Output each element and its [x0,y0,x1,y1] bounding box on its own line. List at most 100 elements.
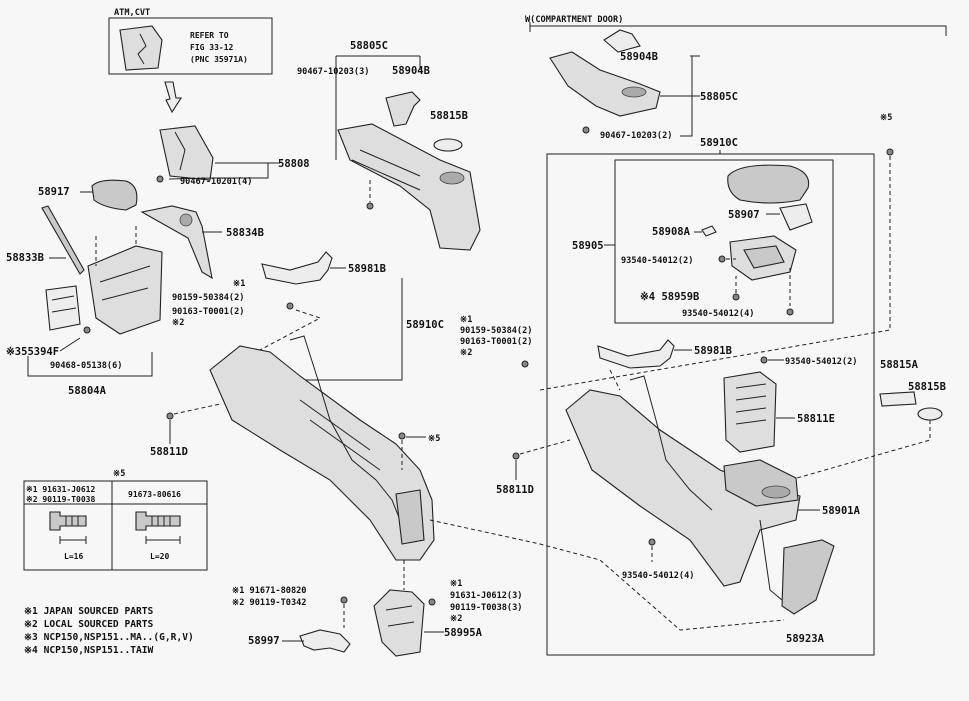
console-main-left-shape [209,345,435,561]
part-58811E: 58811E [797,413,835,425]
bracket-58805c-right [660,56,700,137]
dim-a-line [59,536,87,544]
part-58808: 58808 [278,158,310,170]
side-panel-58804a-shape [87,245,163,335]
legend5-dim-a: L=16 [64,552,83,561]
cup-hole [439,171,465,185]
bracket-58995a-ribs [385,605,415,627]
cover-58923a-edge [759,519,783,601]
leader-58808 [168,162,280,180]
compartment-outer-box [546,153,875,656]
screw-icon-93540a [718,255,726,263]
part-90468-05138: 90468-05138(6) [50,361,122,371]
refer-line-2: FIG 33-12 [190,43,234,52]
part-58805C-left: 58805C [350,40,388,52]
bracket-58997-shape [299,629,351,653]
part-58997: 58997 [248,635,280,647]
dashed-93540-right [726,258,791,306]
armrest-cup-hole [761,485,791,499]
cover-58923a-shape [781,539,835,615]
panel-58834b-shape [140,205,213,280]
part-58917: 58917 [38,186,70,198]
part-58815B-right: 58815B [908,381,946,393]
mat-58815b-right-shape [917,407,943,421]
shift-gate-slot [137,33,147,65]
bottom-c2: ※2 [450,614,462,624]
compartment-door-label: W(COMPARTMENT DOOR) [525,15,623,25]
note-1-left: ※1 [233,279,245,289]
screw-icon-93540-4a [786,308,794,316]
mat-lines [51,295,77,313]
part-58811D-left: 58811D [150,446,188,458]
dashed-58811d-right [519,439,571,455]
part-58904B-right: 58904B [620,51,658,63]
hinge-58907-shape [779,203,813,231]
screw-icon-2 [286,302,294,310]
cup-insert-58904b-shape [385,91,421,127]
legend5-a1: ※1 91631-J0612 [26,485,96,494]
part-90159-50384-left: 90159-50384(2) [172,293,244,303]
side-panel-ribs [99,265,151,301]
part-58907: 58907 [728,209,760,221]
part-90163-T0001-left: 90163-T0001(2) [172,307,244,317]
legend5-box [23,480,208,571]
clip-icon-2 [366,202,374,210]
dashed-90159-left [259,309,322,351]
part-58981B-right: 58981B [694,345,732,357]
dim-b-line [145,536,181,544]
cup-hole-right [621,86,647,98]
refer-box [108,17,273,75]
compartment-bracket [529,22,947,36]
console-main-right-inner [629,375,713,511]
bracket-58981b-left-shape [261,251,333,285]
console-main-right-shape [565,389,801,587]
part-58815A: 58815A [880,359,919,371]
note-line-4: ※4 NCP150,NSP151..TAIW [24,645,154,656]
part-90467-10201: 90467-10201(4) [180,177,252,187]
ast5-right: ※5 [880,113,892,123]
shift-knob-ref-image [119,25,163,71]
dashed-58811d-left [173,403,221,415]
bracket-90468 [27,352,153,377]
bolt-a-icon [49,511,87,531]
compartment-inner-box [614,159,834,324]
screw-icon-bottom [428,598,436,606]
shift-boot-shape [159,125,214,181]
note-line-2: ※2 LOCAL SOURCED PARTS [24,619,154,630]
dashed-58815b-right [789,420,931,481]
pin-icon-left [166,412,174,420]
mat-58815b-left-shape [433,138,463,152]
atm-cvt-label: ATM,CVT [114,8,150,18]
bottom-b2: ※2 90119-T0342 [232,598,306,608]
cup-insert-58904b-right-shape [603,29,641,53]
part-90163-T0001-center: 90163-T0001(2) [460,337,532,347]
legend5-b: 91673-80616 [128,490,181,499]
bolt-a-thread [65,516,79,526]
part-58923A: 58923A [786,633,825,645]
mat-58815a-shape [879,391,917,407]
screw-icon-93540-4b [648,538,656,546]
part-58901A: 58901A [822,505,861,517]
bolt-icon-bottom [340,596,348,604]
part-58815B-left: 58815B [430,110,468,122]
compartment-ribs [735,383,767,425]
part-58910C-left: 58910C [406,319,444,331]
panel-hole [179,213,193,227]
part-58904B-left: 58904B [392,65,430,77]
bottom-c-p2: 90119-T0038(3) [450,603,522,613]
dashed-58981b-right [609,369,621,391]
bracket-58981b-right-shape [597,339,675,369]
clip-icon-right [582,126,590,134]
lid-58907-shape [727,164,810,204]
clip-icon [156,175,164,183]
bottom-c-p1: 91631-J0612(3) [450,591,522,601]
screw-icon-3 [398,432,406,440]
part-90467-10203-3: 90467-10203(3) [297,67,369,77]
part-58833B: 58833B [6,252,44,264]
pin-icon-right [512,452,520,460]
part-58959B: ※4 58959B [640,291,699,303]
latch-58908a-shape [701,225,717,237]
note-line-3: ※3 NCP150,NSP151..MA..(G,R,V) [24,632,194,643]
